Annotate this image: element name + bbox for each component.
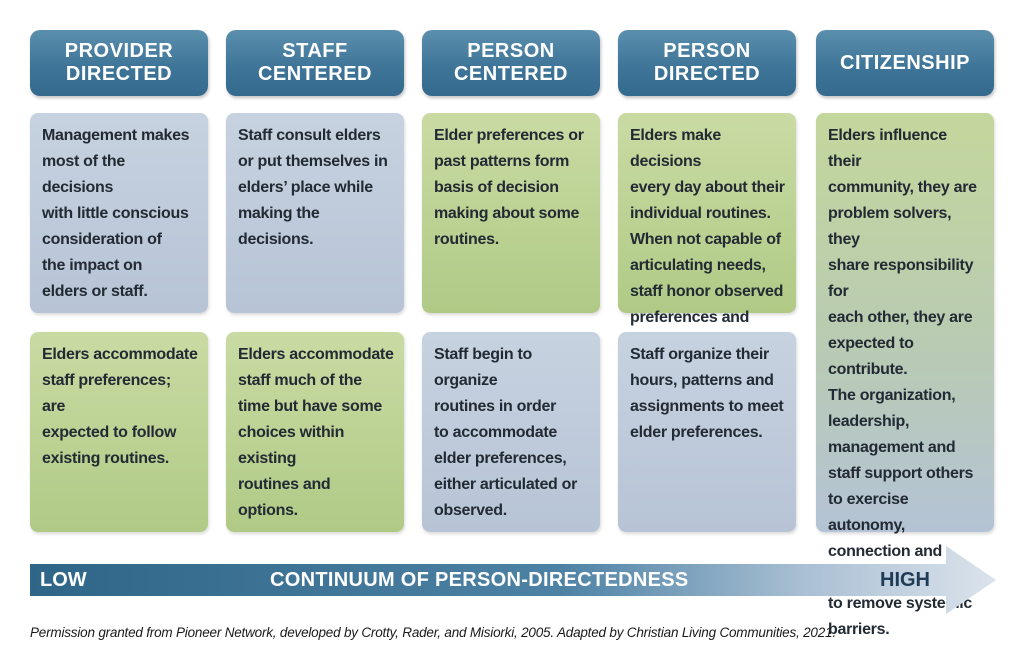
footnote: Permission granted from Pioneer Network,…	[30, 625, 836, 640]
cell-provider-directed-bottom: Elders accommodate staff preferences; ar…	[30, 332, 208, 532]
cell-citizenship: Elders influence their community, they a…	[816, 113, 994, 638]
cell-text: Elders influence their community, they a…	[828, 127, 980, 638]
cell-text: Staff begin to organize routines in orde…	[434, 346, 578, 519]
arrow-low-label: LOW	[40, 569, 87, 591]
cell-person-directed-bottom: Staff organize their hours, patterns and…	[618, 332, 796, 532]
header-citizenship: CITIZENSHIP	[816, 30, 994, 96]
header-label: PERSON DIRECTED	[653, 40, 761, 85]
header-label: STAFF CENTERED	[257, 40, 372, 85]
cell-person-centered-top: Elder preferences or past patterns form …	[422, 113, 600, 313]
cell-text: Management makes most of the decisions w…	[42, 127, 190, 300]
header-person-centered: PERSON CENTERED	[422, 30, 600, 96]
cell-person-centered-bottom: Staff begin to organize routines in orde…	[422, 332, 600, 532]
header-label: CITIZENSHIP	[840, 51, 970, 74]
header-staff-centered: STAFF CENTERED	[226, 30, 404, 96]
cell-text: Elders make decisions every day about th…	[630, 127, 785, 352]
cell-provider-directed-top: Management makes most of the decisions w…	[30, 113, 208, 313]
header-provider-directed: PROVIDER DIRECTED	[30, 30, 208, 96]
continuum-arrow	[30, 546, 996, 614]
arrow-high-label: HIGH	[880, 569, 930, 591]
cell-text: Elders accommodate staff much of the tim…	[238, 346, 394, 519]
cell-text: Elder preferences or past patterns form …	[434, 127, 584, 248]
cell-text: Elders accommodate staff preferences; ar…	[42, 346, 198, 467]
cell-staff-centered-bottom: Elders accommodate staff much of the tim…	[226, 332, 404, 532]
cell-text: Staff organize their hours, patterns and…	[630, 346, 784, 441]
cell-text: Staff consult elders or put themselves i…	[238, 127, 388, 248]
header-person-directed: PERSON DIRECTED	[618, 30, 796, 96]
cell-staff-centered-top: Staff consult elders or put themselves i…	[226, 113, 404, 313]
cell-person-directed-top: Elders make decisions every day about th…	[618, 113, 796, 352]
header-label: PROVIDER DIRECTED	[64, 40, 174, 85]
arrow-title: CONTINUUM OF PERSON-DIRECTEDNESS	[270, 569, 689, 591]
header-label: PERSON CENTERED	[453, 40, 568, 85]
